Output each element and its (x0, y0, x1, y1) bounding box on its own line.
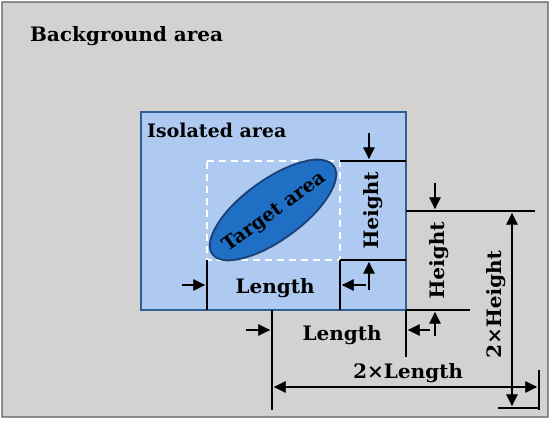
double-length-dimension (273, 370, 540, 410)
target-bounding-box (206, 160, 341, 261)
inner-height-label: Height (359, 171, 383, 249)
outer-height-dimension (406, 183, 535, 336)
double-height-label: 2×Height (482, 249, 506, 357)
inner-length-dimension (182, 260, 366, 310)
inner-height-dimension (340, 133, 406, 290)
inner-length-label: Length (235, 274, 315, 298)
outer-length-label: Length (302, 321, 382, 345)
double-length-label: 2×Length (353, 359, 463, 383)
isolated-area-label: Isolated area (147, 120, 286, 142)
background-area-label: Background area (30, 22, 223, 46)
outer-height-label: Height (425, 221, 449, 299)
double-height-dimension (498, 212, 538, 409)
outer-length-dimension (246, 310, 430, 410)
